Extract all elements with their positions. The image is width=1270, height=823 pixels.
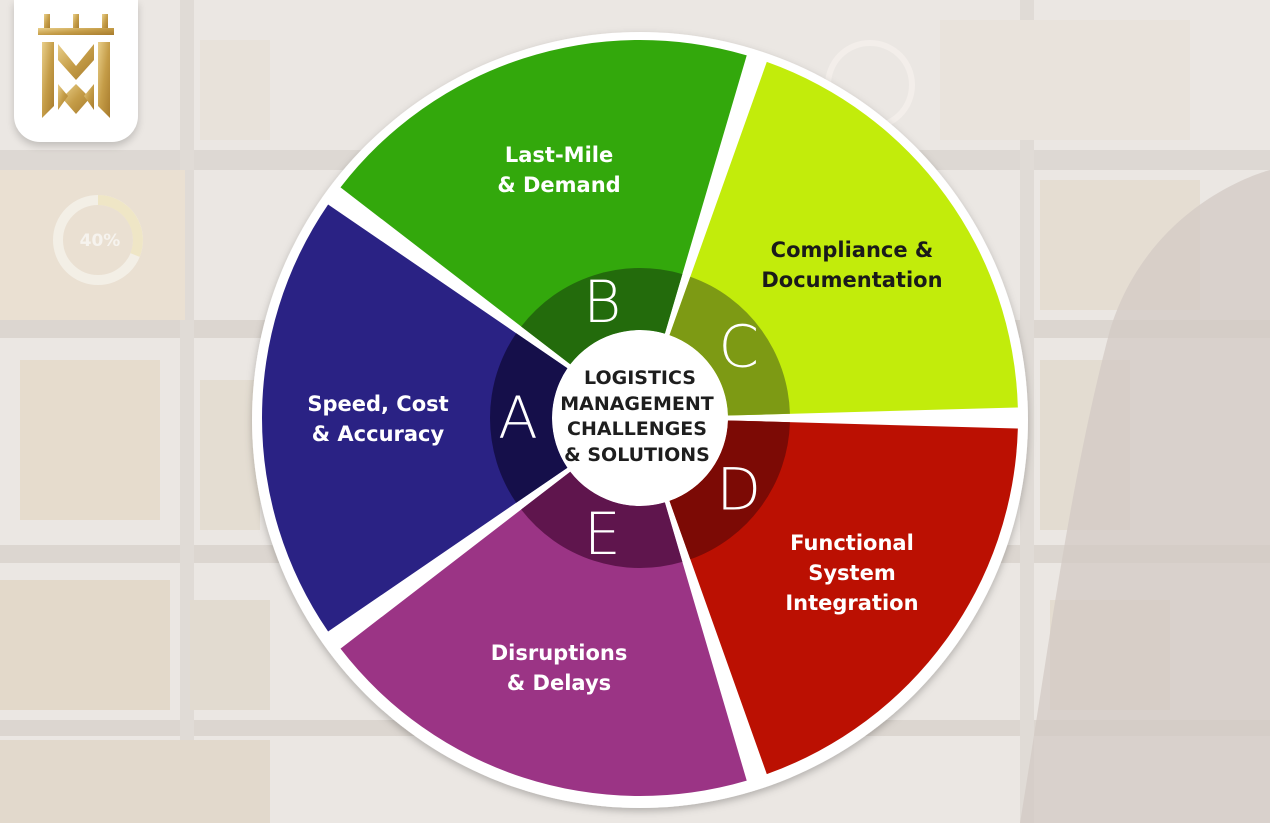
segment-b-label-line-1: Last-Mile — [505, 143, 613, 167]
segment-e-label-line-2: & Delays — [507, 671, 611, 695]
center-hub — [552, 330, 728, 506]
segment-a-label-line-1: Speed, Cost — [307, 392, 448, 416]
brand-logo — [38, 14, 114, 118]
gauge-text: 40% — [80, 231, 121, 251]
center-title-line-4: & SOLUTIONS — [564, 444, 710, 466]
segment-b-letter: B — [583, 268, 621, 336]
segment-c-label-line-2: Documentation — [761, 268, 942, 292]
center-title-line-2: MANAGEMENT — [560, 393, 714, 415]
segment-e-letter: E — [584, 500, 621, 568]
segment-d-label-line-2: System — [808, 561, 895, 585]
segment-a-letter: A — [498, 384, 538, 452]
segment-c-label-line-1: Compliance & — [771, 238, 934, 262]
center-title: LOGISTICS MANAGEMENT CHALLENGES & SOLUTI… — [560, 367, 714, 466]
segment-b-label-line-2: & Demand — [497, 173, 620, 197]
segment-b-inner-band — [521, 268, 683, 365]
segment-e-inner-band — [521, 471, 683, 568]
segment-d-inner-band — [669, 420, 790, 560]
center-title-line-1: LOGISTICS — [584, 367, 696, 389]
segment-a-label-line-2: & Accuracy — [312, 422, 445, 446]
segment-a — [261, 204, 568, 632]
segment-c-letter: C — [718, 312, 759, 380]
segment-d-label-line-3: Integration — [785, 591, 918, 615]
segment-d-label-line-1: Functional — [790, 531, 914, 555]
segment-a-inner-band — [489, 333, 568, 503]
center-title-line-3: CHALLENGES — [567, 418, 707, 440]
segment-d-letter: D — [716, 456, 761, 524]
segment-c-inner-band — [669, 276, 790, 416]
brand-logo-card[interactable] — [14, 0, 138, 142]
segment-e-label-line-1: Disruptions — [491, 641, 628, 665]
